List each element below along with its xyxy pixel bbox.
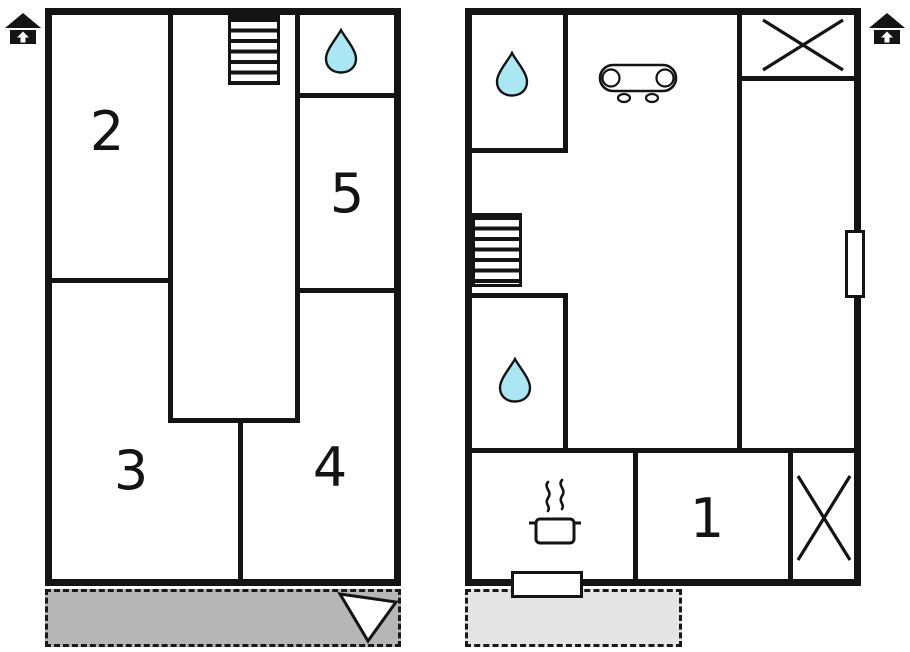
house-entrance-icon-left: [5, 13, 41, 44]
room-label-1: 1: [689, 487, 725, 550]
room-label-4: 4: [312, 436, 348, 499]
left-floor-plan: 2 5 3 4: [45, 8, 401, 586]
room-label-3: 3: [113, 439, 149, 502]
crossed-window-icon: [796, 475, 852, 561]
wall-wc1-right: [563, 15, 568, 150]
wall-room3-room4-divider: [238, 418, 243, 579]
wall-room5-bottom: [295, 288, 394, 293]
water-drop-icon: [495, 51, 529, 97]
crossed-window-icon: [762, 18, 844, 72]
wall-kitchen-divider: [633, 453, 638, 579]
wall-corridor-bottom: [168, 418, 300, 423]
wall-bath-bottom: [295, 93, 394, 98]
terrace-right: [465, 589, 682, 647]
sofa-icon: [598, 63, 678, 104]
water-drop-icon: [324, 28, 358, 74]
wall-room2-bottom: [52, 278, 168, 283]
pot-with-steam-icon: [529, 478, 581, 545]
window-opening: [845, 230, 865, 298]
house-roof: [869, 13, 905, 28]
right-floor-plan: 1: [465, 8, 861, 586]
house-arrow: [881, 31, 893, 43]
wall-room1-divider: [788, 453, 793, 579]
wall-main-divider: [737, 15, 742, 453]
room-label-5: 5: [329, 162, 365, 225]
wall-bottomrow-top: [472, 448, 854, 453]
door-opening: [511, 571, 583, 598]
water-drop-icon: [498, 357, 532, 403]
wall-corridor-left: [168, 15, 173, 423]
wall-wc2-top: [472, 293, 568, 298]
wall-wc1-bottom: [472, 148, 568, 153]
wall-wc2-right: [563, 293, 568, 453]
house-arrow: [17, 31, 29, 43]
room-label-2: 2: [89, 100, 125, 163]
stairs-icon: [228, 15, 280, 85]
house-entrance-icon-right: [869, 13, 905, 44]
stairs-icon: [472, 213, 522, 287]
terrace-arrow-icon: [337, 592, 399, 644]
wall-xroom-bottom: [737, 76, 854, 81]
wall-corridor-right: [295, 15, 300, 423]
house-roof: [5, 13, 41, 28]
